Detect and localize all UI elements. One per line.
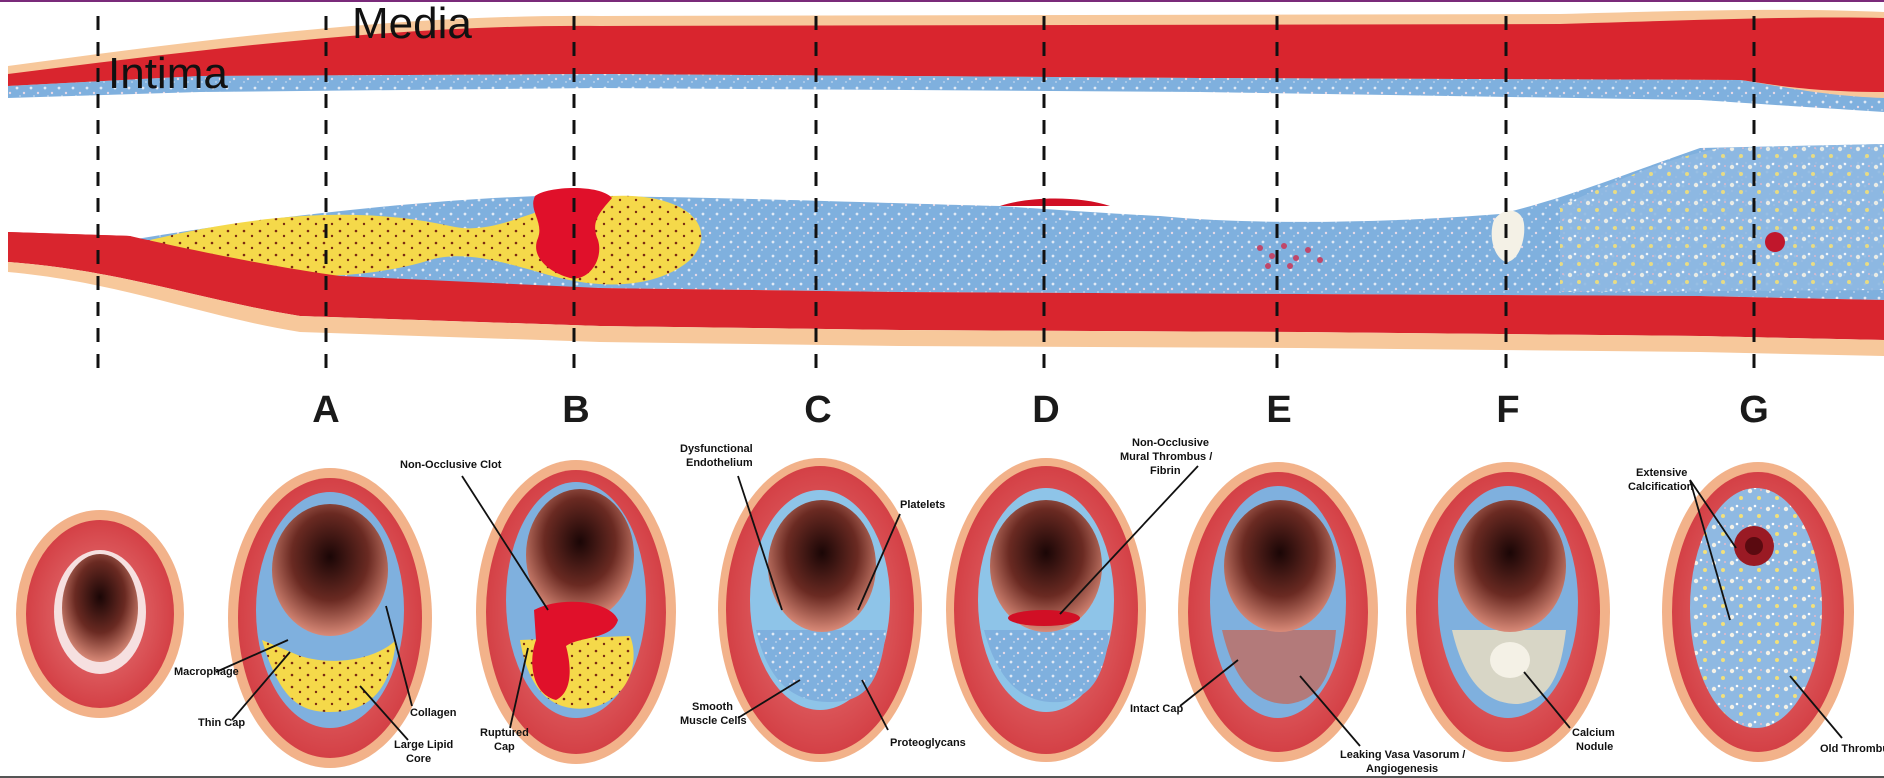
media-label: Media [352, 0, 472, 48]
intima-label: Intima [108, 49, 228, 98]
label-calcium-2: Nodule [1576, 741, 1613, 753]
mural-thrombus-long [1000, 199, 1110, 207]
label-proteoglycans: Proteoglycans [890, 737, 966, 749]
label-smooth-2: Muscle Cells [680, 715, 747, 727]
stage-label-e: E [1266, 389, 1291, 431]
label-extensive-1: Extensive [1636, 467, 1687, 479]
stage-label-b: B [562, 389, 589, 431]
stage-letters: A B C D E F G [312, 389, 1769, 431]
label-leaking-2: Angiogenesis [1366, 763, 1438, 775]
label-calcium-1: Calcium [1572, 727, 1615, 739]
cross-section-b [476, 460, 676, 764]
label-large-lipid-1: Large Lipid [394, 739, 453, 751]
label-ruptured-2: Cap [494, 741, 515, 753]
old-thrombus-long [1765, 232, 1785, 252]
label-mural-3: Fibrin [1150, 465, 1181, 477]
lower-calcification [1560, 144, 1884, 292]
label-ruptured-1: Ruptured [480, 727, 529, 739]
label-non-occlusive-clot: Non-Occlusive Clot [400, 459, 502, 471]
cross-section-a [228, 468, 432, 768]
cross-section-d [946, 458, 1146, 762]
stage-label-f: F [1496, 389, 1519, 431]
label-smooth-1: Smooth [692, 701, 733, 713]
label-dysfunctional-1: Dysfunctional [680, 443, 753, 455]
label-leaking-1: Leaking Vasa Vasorum / [1340, 749, 1465, 761]
stage-label-a: A [312, 389, 339, 431]
label-mural-2: Mural Thrombus / [1120, 451, 1212, 463]
label-macrophage: Macrophage [174, 666, 239, 678]
cross-section-f [1406, 462, 1610, 762]
cross-section-c [718, 458, 922, 762]
label-mural-1: Non-Occlusive [1132, 437, 1209, 449]
stage-label-c: C [804, 389, 831, 431]
label-large-lipid-2: Core [406, 753, 431, 765]
upper-intima [8, 74, 1884, 112]
label-old-thrombus: Old Thrombus [1820, 743, 1884, 755]
label-platelets: Platelets [900, 499, 945, 511]
stage-label-d: D [1032, 389, 1059, 431]
label-extensive-2: Calcification [1628, 481, 1694, 493]
cross-section-normal [16, 510, 184, 718]
label-collagen: Collagen [410, 707, 457, 719]
longitudinal-vessel [8, 10, 1884, 356]
stage-label-g: G [1739, 389, 1769, 431]
label-dysfunctional-2: Endothelium [686, 457, 753, 469]
cross-section-e [1178, 462, 1378, 762]
label-thin-cap: Thin Cap [198, 717, 245, 729]
label-intact-cap: Intact Cap [1130, 703, 1183, 715]
